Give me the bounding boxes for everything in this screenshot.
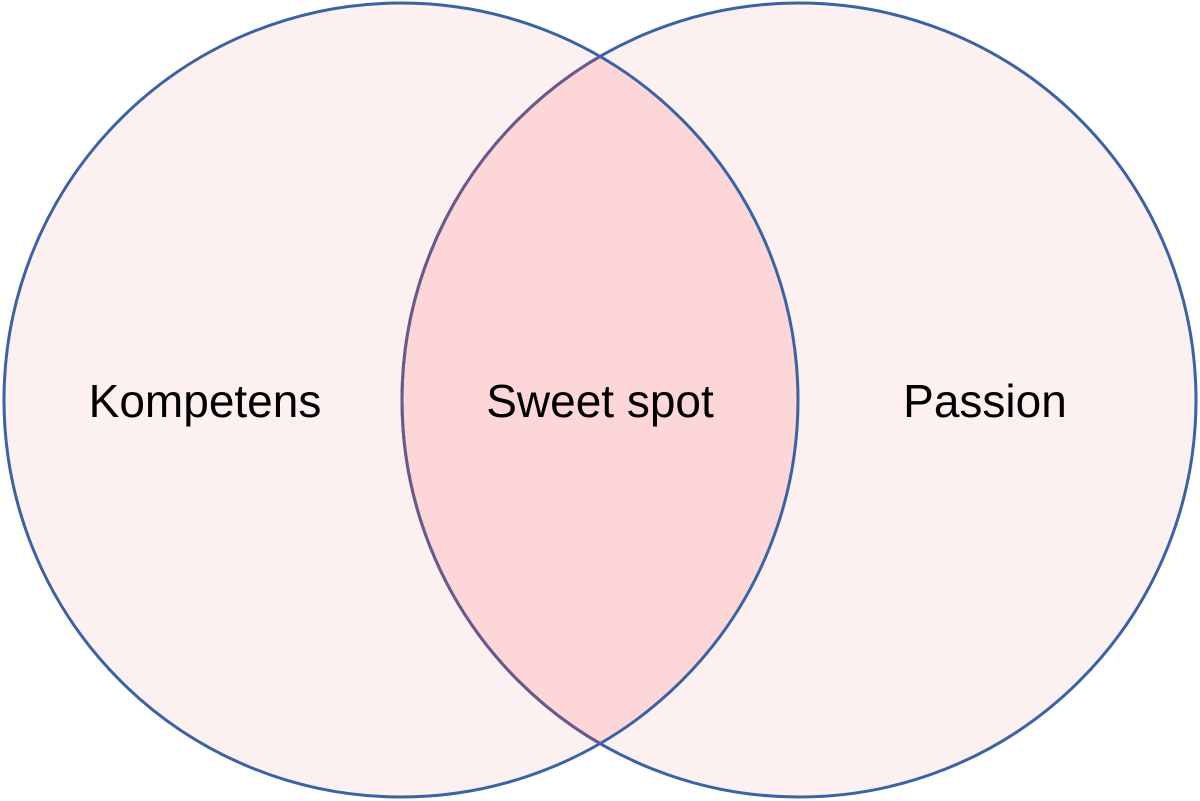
passion-label: Passion xyxy=(903,375,1067,427)
sweet-spot-area xyxy=(402,3,798,797)
kompetens-label: Kompetens xyxy=(88,375,322,427)
sweet-spot-label: Sweet spot xyxy=(486,375,714,427)
sweet-spot-outline xyxy=(400,3,798,797)
kompetens-circle-outline xyxy=(2,1,800,799)
